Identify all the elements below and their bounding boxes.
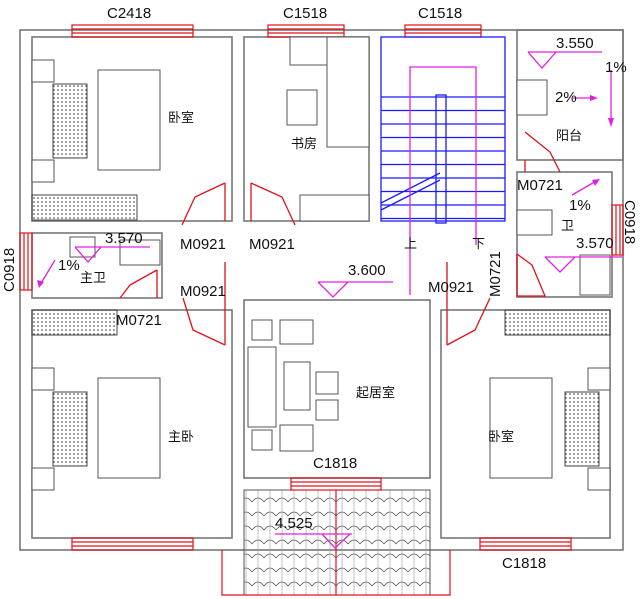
door-code-bedroom-top: M0921 [180,236,226,253]
elevation-balcony: 3.550 [556,35,594,52]
stair-down-label: 下 [472,237,485,252]
window-code-study: C1518 [283,5,327,22]
window-bottom-left [71,537,194,551]
door-code-master-bath: M0721 [116,312,162,329]
window-c1518-stair [404,24,482,38]
window-c1818-living [290,477,382,491]
window-code-right-bath: C0918 [621,200,638,244]
window-code-stair: C1518 [418,5,462,22]
room-master-bedroom: 主卧 [168,430,194,445]
door-code-master-bedroom: M0921 [180,283,226,300]
room-master-bath: 主卫 [80,271,106,286]
slope-bath-right: 1% [569,197,591,214]
elevation-bath-right: 3.570 [576,235,614,252]
bath-fixtures-left [69,236,161,266]
porch [221,489,451,596]
slope-indicators: 1% 2% 1% 1% [37,59,627,288]
slope-balcony-floor: 2% [555,89,577,106]
door-code-bath-vertical: M0721 [487,251,504,297]
room-labels: 卧室 书房 阳台 卫 主卫 主卧 起居室 卧室 [80,110,582,445]
window-code-living: C1818 [313,455,357,472]
window-c1818-bottom-right [479,537,572,551]
room-bath-right: 卫 [561,219,574,234]
door-code-study: M0921 [249,236,295,253]
desk-study [286,36,370,222]
bed-master [31,309,161,491]
bed-top-left [31,59,161,221]
sofa-set-living [247,319,339,452]
opening-codes: C2418 C1518 C1518 C0918 C0918 C1818 C181… [1,5,638,572]
elevation-corridor: 3.600 [348,262,386,279]
room-bedroom-right: 卧室 [488,429,514,445]
doors [119,131,561,346]
bed-right [489,309,611,491]
bath-fixtures-right [516,209,611,296]
window-code-top-left: C2418 [107,5,151,22]
room-bedroom-top-left: 卧室 [168,110,194,126]
window-c0918-left [19,232,33,291]
elevation-master-bath: 3.570 [105,230,143,247]
elevation-porch: 4.525 [275,515,313,532]
balcony-washer [516,79,548,116]
window-c0918-right [611,204,624,256]
window-code-left-bath: C0918 [1,248,18,292]
door-code-bath-balcony: M0721 [517,177,563,194]
furniture [31,36,611,491]
window-c1518-study [267,24,345,38]
slope-balcony-drain: 1% [605,59,627,76]
stair-up-label: 上 [404,237,417,252]
slope-master-bath: 1% [58,257,80,274]
room-study: 书房 [291,136,317,152]
room-balcony: 阳台 [556,129,582,144]
window-c2418-top [71,24,194,38]
staircase: 上 下 [380,36,506,295]
window-code-bottom-right: C1818 [502,555,546,572]
elevation-markers: 3.550 3.570 3.570 3.600 4.525 [74,35,622,549]
room-living: 起居室 [356,385,395,401]
door-code-right-bedroom: M0921 [428,279,474,296]
